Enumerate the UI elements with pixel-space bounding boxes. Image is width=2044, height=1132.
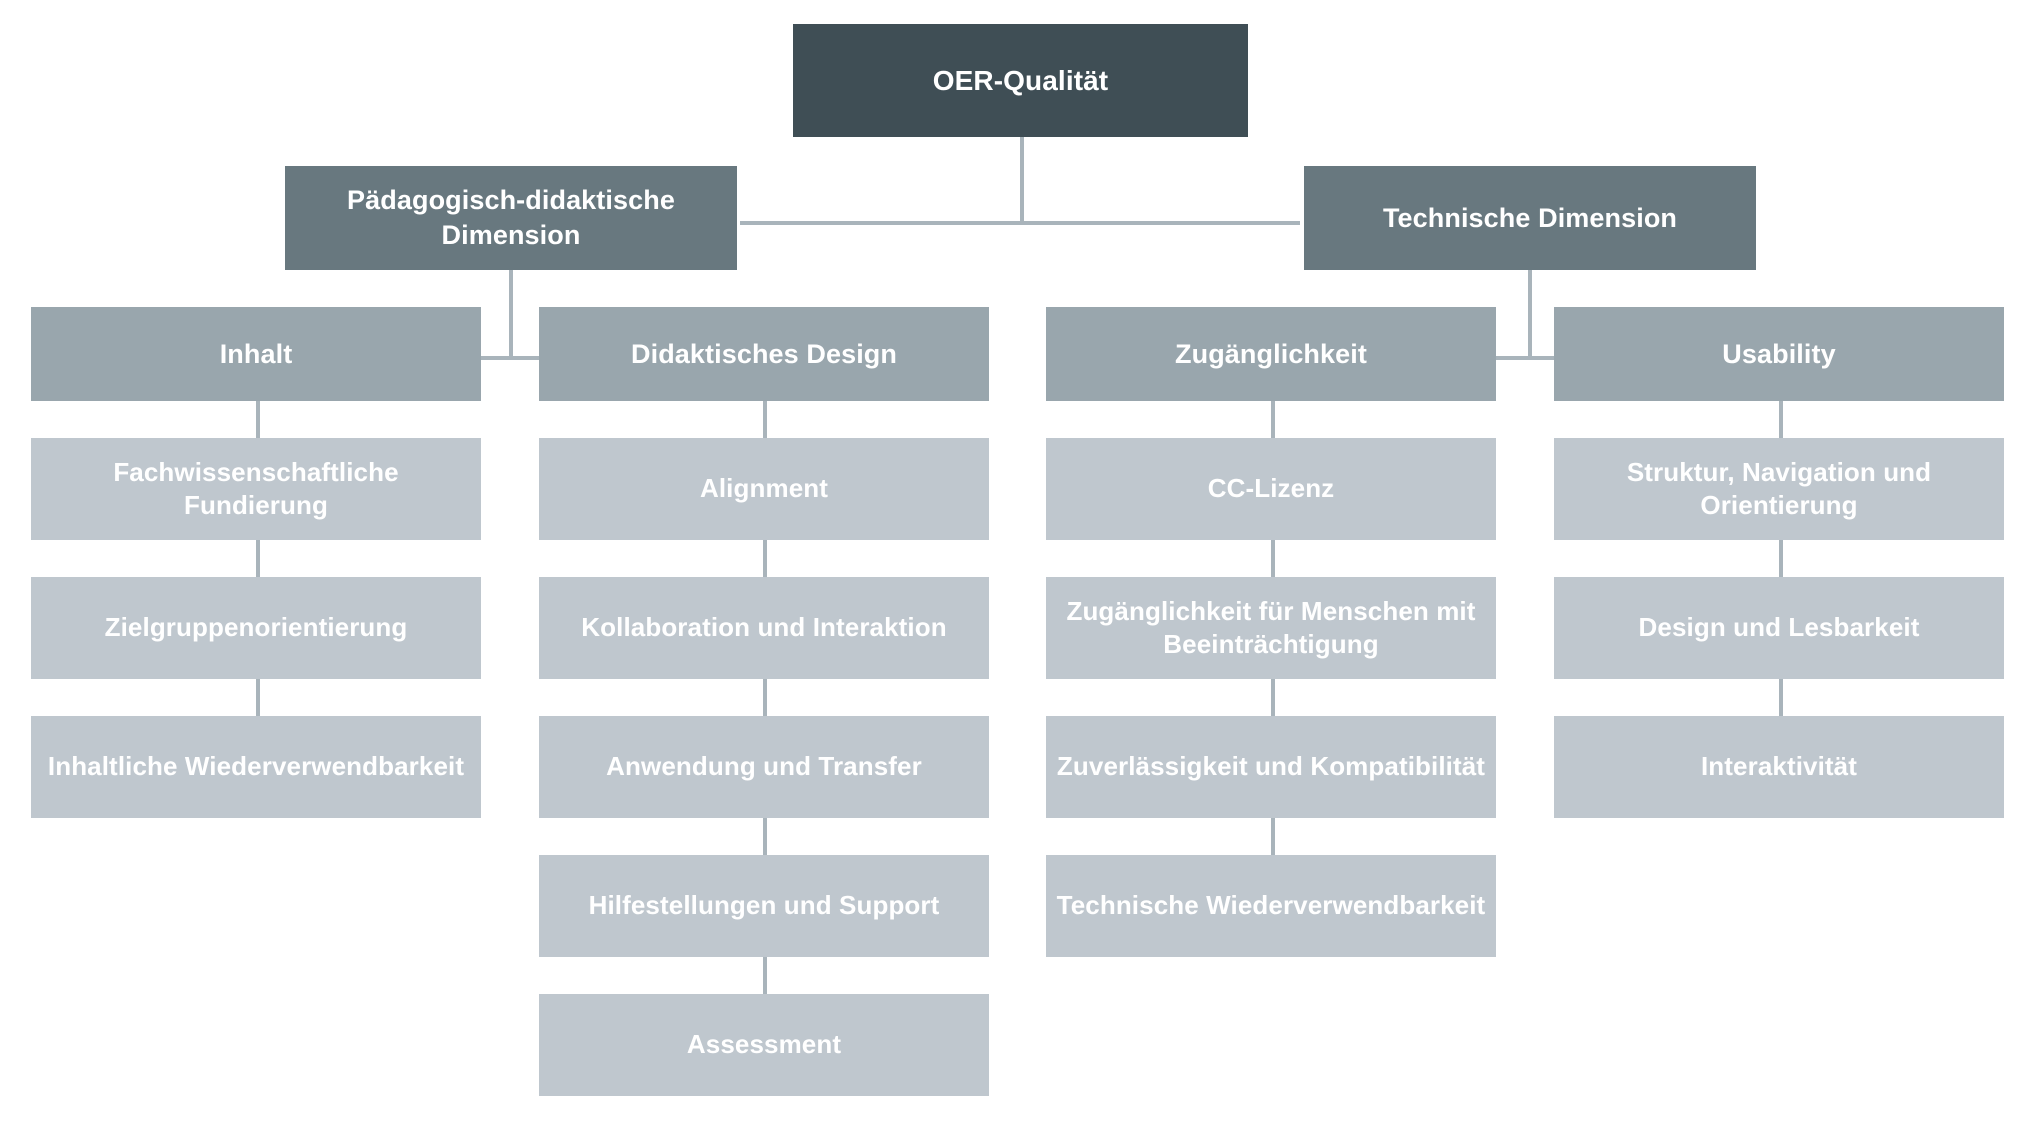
connector-root-vertical [1020,137,1024,223]
node-dimension-technisch[interactable]: Technische Dimension [1304,166,1756,270]
node-criterion-label: Zugänglichkeit für Menschen mit Beeinträ… [1066,595,1476,659]
node-criterion-cc-lizenz[interactable]: CC-Lizenz [1046,438,1496,540]
node-criterion-label: Kollaboration und Interaktion [581,612,947,643]
connector-dim-right-bus [1273,356,1781,360]
node-dimension-label: Pädagogisch-didaktische Dimension [347,185,675,250]
connector-zugang-4 [1271,818,1275,855]
connector-zugang-1 [1271,401,1275,438]
node-category-label: Usability [1722,338,1836,369]
node-criterion-label: CC-Lizenz [1207,473,1335,504]
connector-inhalt-2 [256,540,260,577]
node-category-inhalt[interactable]: Inhalt [31,307,481,401]
connector-didaktik-2 [763,540,767,577]
node-criterion-assessment[interactable]: Assessment [539,994,989,1096]
node-root-label: OER-Qualität [932,64,1109,96]
node-criterion-label: Hilfestellungen und Support [588,890,940,921]
node-criterion-label: Zuverlässigkeit und Kompatibilität [1056,751,1486,782]
node-root-oer-qualitaet[interactable]: OER-Qualität [793,24,1248,137]
connector-usability-1 [1779,401,1783,438]
node-criterion-label: Alignment [699,473,828,504]
node-criterion-inhaltliche-wiederverwendbarkeit[interactable]: Inhaltliche Wiederverwendbarkeit [31,716,481,818]
connector-inhalt-3 [256,679,260,716]
node-criterion-hilfestellungen-und-support[interactable]: Hilfestellungen und Support [539,855,989,957]
connector-zugang-3 [1271,679,1275,716]
connector-inhalt-1 [256,401,260,438]
node-category-didaktisches-design[interactable]: Didaktisches Design [539,307,989,401]
connector-usability-2 [1779,540,1783,577]
node-criterion-label: Zielgruppenorientierung [104,612,408,643]
node-criterion-label: Struktur, Navigation und Orientierung [1626,456,1932,520]
node-category-usability[interactable]: Usability [1554,307,2004,401]
connector-didaktik-5 [763,957,767,994]
connector-dim-left-bus [258,356,763,360]
connector-didaktik-3 [763,679,767,716]
node-criterion-zielgruppenorientierung[interactable]: Zielgruppenorientierung [31,577,481,679]
node-criterion-label: Anwendung und Transfer [606,751,922,782]
node-criterion-technische-wiederverwendbarkeit[interactable]: Technische Wiederverwendbarkeit [1046,855,1496,957]
connector-didaktik-1 [763,401,767,438]
node-criterion-interaktivitaet[interactable]: Interaktivität [1554,716,2004,818]
node-category-label: Didaktisches Design [631,338,897,369]
node-criterion-label: Inhaltliche Wiederverwendbarkeit [47,751,465,782]
node-dimension-label: Technische Dimension [1382,202,1678,233]
node-criterion-struktur-navigation-orientierung[interactable]: Struktur, Navigation und Orientierung [1554,438,2004,540]
node-dimension-paedagogisch-didaktisch[interactable]: Pädagogisch-didaktische Dimension [285,166,737,270]
connector-usability-3 [1779,679,1783,716]
node-criterion-alignment[interactable]: Alignment [539,438,989,540]
connector-didaktik-4 [763,818,767,855]
node-criterion-label: Technische Wiederverwendbarkeit [1056,890,1486,921]
node-criterion-fachwissenschaftliche-fundierung[interactable]: Fachwissenschaftliche Fundierung [31,438,481,540]
node-category-label: Inhalt [219,338,293,369]
node-criterion-design-und-lesbarkeit[interactable]: Design und Lesbarkeit [1554,577,2004,679]
node-category-label: Zugänglichkeit [1175,338,1367,369]
node-criterion-label: Interaktivität [1700,751,1857,782]
node-criterion-label: Assessment [686,1029,842,1060]
node-category-zugaenglichkeit[interactable]: Zugänglichkeit [1046,307,1496,401]
connector-dim-right-stem [1528,270,1532,358]
node-criterion-zugaenglichkeit-beeintraechtigung[interactable]: Zugänglichkeit für Menschen mit Beeinträ… [1046,577,1496,679]
node-criterion-kollaboration-und-interaktion[interactable]: Kollaboration und Interaktion [539,577,989,679]
node-criterion-anwendung-und-transfer[interactable]: Anwendung und Transfer [539,716,989,818]
connector-zugang-2 [1271,540,1275,577]
node-criterion-label: Design und Lesbarkeit [1638,612,1920,643]
node-criterion-label: Fachwissenschaftliche Fundierung [113,456,399,520]
node-criterion-zuverlaessigkeit-und-kompatibilitaet[interactable]: Zuverlässigkeit und Kompatibilität [1046,716,1496,818]
connector-dim-left-stem [509,270,513,358]
connector-root-bus [740,221,1300,225]
